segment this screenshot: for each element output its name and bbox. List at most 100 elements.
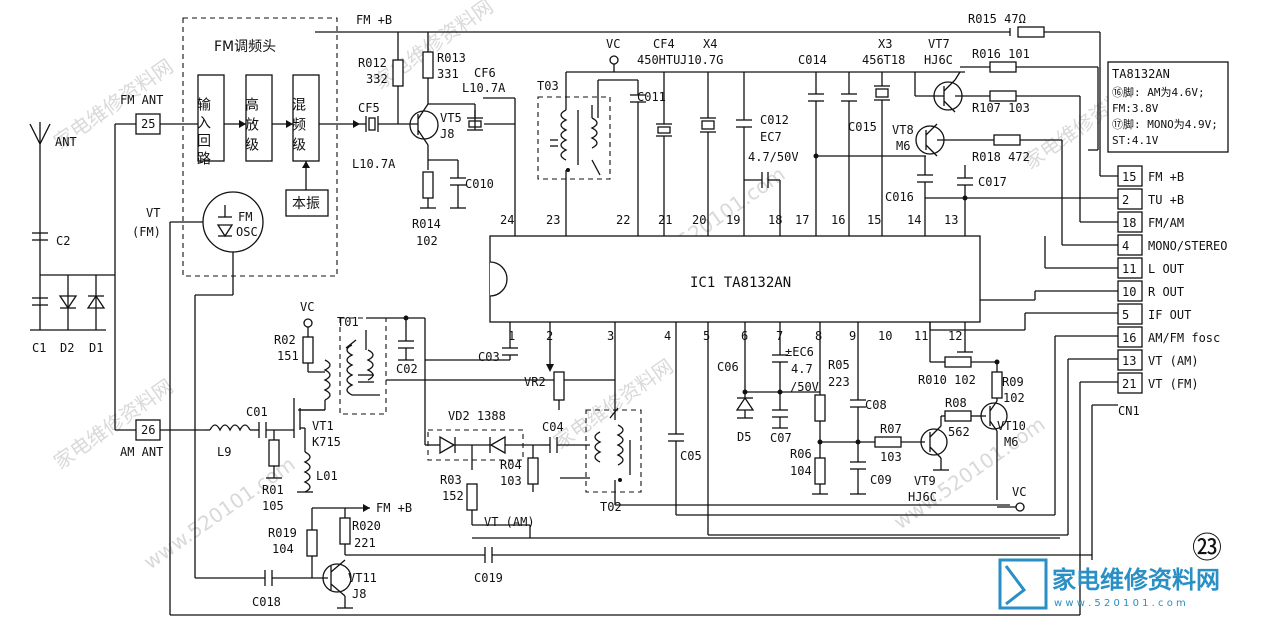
d2-label: D2: [60, 341, 74, 355]
r02-value: 151: [277, 349, 299, 363]
mixer-block: 混频级: [290, 97, 306, 157]
cn1-pin-box: [1117, 349, 1143, 371]
c05-label: C05: [680, 449, 702, 463]
vt7-type: HJ6C: [924, 53, 953, 67]
cf5-label: CF5: [358, 101, 380, 115]
r05-value: 223: [828, 375, 850, 389]
cn1-pin-number: 16: [1122, 331, 1136, 345]
cn1-pin-label: FM +B: [1148, 170, 1184, 184]
c07-label: C07: [770, 431, 792, 445]
ec6-value-2: /50V: [790, 380, 819, 394]
c010-label: C010: [465, 177, 494, 191]
ic1-chip: IC1 TA8132AN: [489, 235, 981, 323]
logo-url: w w w . 5 2 0 1 0 1 . c o m: [1054, 598, 1186, 609]
vc-right-label: VC: [1012, 485, 1026, 499]
r107-label: R107 103: [972, 101, 1030, 115]
cn1-pin-number: 21: [1122, 377, 1136, 391]
r010-label: R010 102: [918, 373, 976, 387]
ic-pin-number: 11: [914, 329, 928, 343]
r08-value: 562: [948, 425, 970, 439]
fm-b-bottom-label: FM +B: [376, 501, 412, 515]
cn1-pin-label: MONO/STEREO: [1148, 239, 1227, 253]
vt1-label: VT1: [312, 419, 334, 433]
vd2-label: VD2 1388: [448, 409, 506, 423]
x3-value: 456T18: [862, 53, 905, 67]
fm-ant-label: FM ANT: [120, 93, 163, 107]
note-line-2: FM:3.8V: [1112, 102, 1159, 115]
vt-am-label: VT (AM): [484, 515, 535, 529]
r013-label: R013: [437, 51, 466, 65]
r018-label: R018 472: [972, 150, 1030, 164]
r020-label: R020: [352, 519, 381, 533]
r015-label: R015 47Ω: [968, 12, 1026, 26]
c011-label: C011: [637, 90, 666, 104]
c017-label: C017: [978, 175, 1007, 189]
r019-value: 104: [272, 542, 294, 556]
l9-label: L9: [217, 445, 231, 459]
c2-label: C2: [56, 234, 70, 248]
antenna-icon: [29, 122, 51, 275]
cn1-pin-box: [1117, 165, 1143, 187]
note-line-4: ST:4.1V: [1112, 134, 1159, 147]
cn1-pin-label: VT (FM): [1148, 377, 1199, 391]
note-title: TA8132AN: [1112, 67, 1170, 81]
cf6-value: L10.7A: [462, 81, 506, 95]
d5-label: D5: [737, 430, 751, 444]
cn1-pin-box: [1117, 326, 1143, 348]
c02-label-am: C02: [396, 362, 418, 376]
site-logo: 家电维修资料网 w w w . 5 2 0 1 0 1 . c o m: [998, 558, 1220, 610]
figure-number: ㉓: [1192, 531, 1222, 566]
vc-am-label: VC: [300, 300, 314, 314]
ic-pin-number: 12: [948, 329, 962, 343]
cf4-value: 450HTU: [637, 53, 680, 67]
cn1-pin-number: 18: [1122, 216, 1136, 230]
cn1-pin-number: 2: [1122, 193, 1129, 207]
local-osc-block: 本振: [292, 196, 320, 212]
cn1-pin-box: [1117, 211, 1143, 233]
cn1-pin-number: 11: [1122, 262, 1136, 276]
ic1-label: IC1 TA8132AN: [690, 275, 791, 291]
r03-value: 152: [442, 489, 464, 503]
ic-pin-number: 15: [867, 213, 881, 227]
cf6-label: CF6: [474, 66, 496, 80]
r06-value: 104: [790, 464, 812, 478]
ant-label: ANT: [55, 135, 77, 149]
c04-label: C04: [542, 420, 564, 434]
cf5-value: L10.7A: [352, 157, 396, 171]
c012-label: C012: [760, 113, 789, 127]
c03-label: C03: [478, 350, 500, 364]
r04-label: R04: [500, 458, 522, 472]
cn1-pin-number: 4: [1122, 239, 1129, 253]
c1-label: C1: [32, 341, 46, 355]
cn1-pin-box: [1117, 188, 1143, 210]
r012-label: R012: [358, 56, 387, 70]
c016-label: C016: [885, 190, 914, 204]
ic-pin-number: 17: [795, 213, 809, 227]
r07-label: R07: [880, 422, 902, 436]
ec6-label: ±EC6: [785, 345, 814, 359]
voltage-note-box: TA8132AN ⑯脚: AM为4.6V; FM:3.8V ⑰脚: MONO为4…: [1107, 61, 1229, 153]
cn1-pin-label: R OUT: [1148, 285, 1184, 299]
r09-value: 102: [1003, 391, 1025, 405]
vt11-label: VT11: [348, 571, 377, 585]
input-loop-block: 输入回路: [195, 97, 211, 169]
t01-label: T01: [337, 315, 359, 329]
c06-label: C06: [717, 360, 739, 374]
am-ant-label: AM ANT: [120, 445, 163, 459]
ic-pin-number: 21: [658, 213, 672, 227]
note-line-1: ⑯脚: AM为4.6V;: [1112, 85, 1205, 99]
r04-value: 103: [500, 474, 522, 488]
ic-pin-number: 10: [878, 329, 892, 343]
ic-pin-number: 14: [907, 213, 921, 227]
c01-label: C01: [246, 405, 268, 419]
vt9-type: HJ6C: [908, 490, 937, 504]
vt10-type: M6: [1004, 435, 1018, 449]
ic-pin-number: 3: [607, 329, 614, 343]
logo-name: 家电维修资料网: [1052, 566, 1220, 594]
r019-label: R019: [268, 526, 297, 540]
c09-label: C09: [870, 473, 892, 487]
x3-label: X3: [878, 37, 892, 51]
